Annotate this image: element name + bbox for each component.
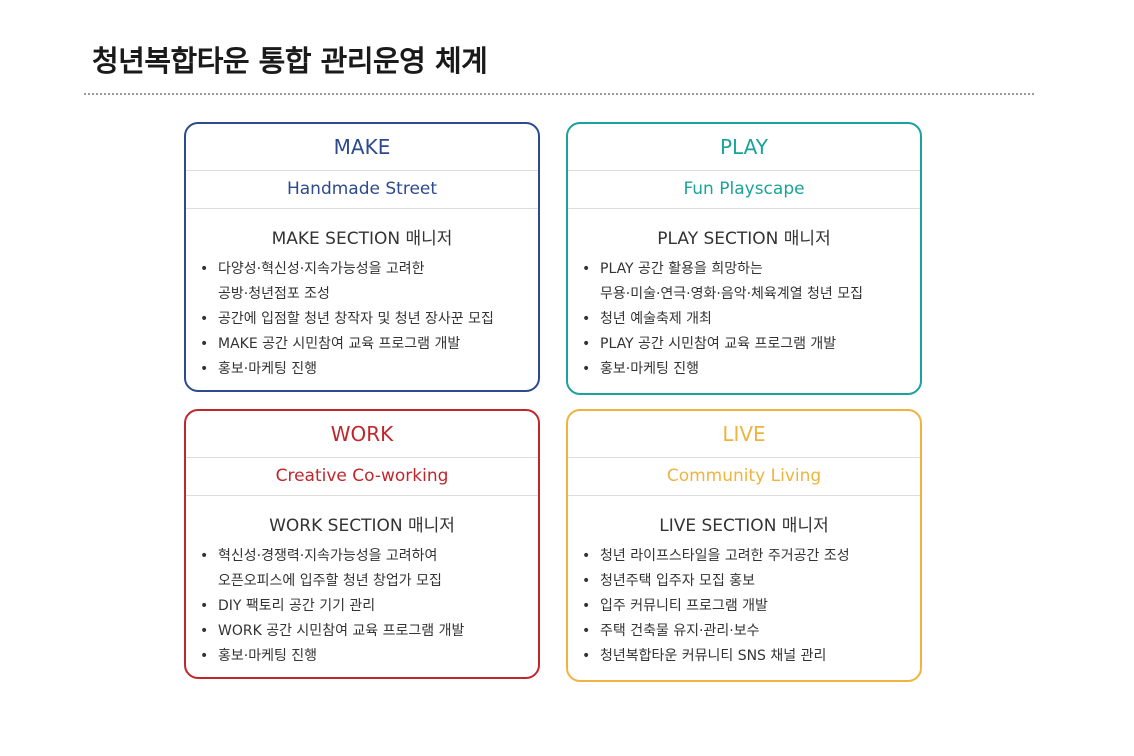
bullet-icon: • (582, 648, 591, 664)
bullet-icon: • (582, 623, 591, 639)
live-card-subtitle: Community Living (568, 458, 920, 496)
bullet-icon: • (200, 361, 209, 377)
list-item-text: 혁신성·경쟁력·지속가능성을 고려하여 (218, 548, 438, 564)
bullet-icon: • (200, 548, 209, 564)
title-divider (84, 93, 1034, 95)
play-card-title: PLAY (568, 124, 920, 171)
bullet-icon: • (582, 336, 591, 352)
make-card-subtitle: Handmade Street (186, 171, 538, 209)
list-item-text: 청년복합타운 커뮤니티 SNS 채널 관리 (600, 648, 827, 664)
bullet-icon: • (200, 598, 209, 614)
bullet-icon: • (582, 598, 591, 614)
list-item-text: DIY 팩토리 공간 기기 관리 (218, 598, 376, 614)
list-item-text: 입주 커뮤니티 프로그램 개발 (600, 598, 768, 614)
list-item: • 홍보·마케팅 진행 (200, 357, 526, 382)
bullet-icon: • (200, 261, 209, 277)
list-item: • MAKE 공간 시민참여 교육 프로그램 개발 (200, 332, 526, 357)
list-item-text: MAKE 공간 시민참여 교육 프로그램 개발 (218, 336, 461, 352)
list-item: • 청년복합타운 커뮤니티 SNS 채널 관리 (582, 644, 908, 669)
list-item-text: PLAY 공간 시민참여 교육 프로그램 개발 (600, 336, 837, 352)
make-card-manager: MAKE SECTION 매니저 (271, 229, 453, 249)
list-item: • 공간에 입점할 청년 창작자 및 청년 장사꾼 모집 (200, 307, 526, 332)
work-card-manager: WORK SECTION 매니저 (269, 516, 455, 536)
list-item-text: PLAY 공간 활용을 희망하는 (600, 261, 763, 277)
list-item: • 홍보·마케팅 진행 (200, 644, 526, 669)
list-item: • 청년 예술축제 개최 (582, 307, 908, 332)
bullet-icon: • (200, 336, 209, 352)
list-item-text-cont: 무용·미술·연극·영화·음악·체육계열 청년 모집 (600, 286, 863, 302)
work-card-subtitle: Creative Co-working (186, 458, 538, 496)
bullet-icon: • (582, 548, 591, 564)
bullet-icon: • (582, 311, 591, 327)
bullet-icon: • (200, 623, 209, 639)
list-item: • 주택 건축물 유지·관리·보수 (582, 619, 908, 644)
page-title: 청년복합타운 통합 관리운영 체계 (92, 44, 488, 78)
list-item: • 청년주택 입주자 모집 홍보 (582, 569, 908, 594)
play-card: PLAY Fun Playscape PLAY SECTION 매니저 • PLA… (566, 122, 922, 395)
make-card: MAKE Handmade Street MAKE SECTION 매니저 • 다… (184, 122, 540, 392)
bullet-icon: • (582, 573, 591, 589)
bullet-icon: • (582, 261, 591, 277)
list-item-text: 청년 예술축제 개최 (600, 311, 712, 327)
list-item-text: 홍보·마케팅 진행 (600, 361, 700, 377)
list-item-text-cont: 오픈오피스에 입주할 청년 창업가 모집 (218, 573, 442, 589)
list-item-text: 홍보·마케팅 진행 (218, 648, 318, 664)
list-item: • 입주 커뮤니티 프로그램 개발 (582, 594, 908, 619)
live-card: LIVE Community Living LIVE SECTION 매니저 •… (566, 409, 922, 682)
live-card-manager: LIVE SECTION 매니저 (659, 516, 829, 536)
make-card-title: MAKE (186, 124, 538, 171)
work-card-title: WORK (186, 411, 538, 458)
live-card-list: •청년 라이프스타일을 고려한 주거공간 조성 •청년주택 입주자 모집 홍보 … (568, 544, 920, 669)
play-card-subtitle: Fun Playscape (568, 171, 920, 209)
bullet-icon: • (200, 648, 209, 664)
list-item: • PLAY 공간 시민참여 교육 프로그램 개발 (582, 332, 908, 357)
play-card-manager: PLAY SECTION 매니저 (657, 229, 831, 249)
list-item: • WORK 공간 시민참여 교육 프로그램 개발 (200, 619, 526, 644)
list-item-text: 청년 라이프스타일을 고려한 주거공간 조성 (600, 548, 850, 564)
live-card-title: LIVE (568, 411, 920, 458)
list-item-text: 공간에 입점할 청년 창작자 및 청년 장사꾼 모집 (218, 311, 494, 327)
list-item-text: 주택 건축물 유지·관리·보수 (600, 623, 760, 639)
bullet-icon: • (582, 361, 591, 377)
list-item-text: WORK 공간 시민참여 교육 프로그램 개발 (218, 623, 465, 639)
list-item: • 청년 라이프스타일을 고려한 주거공간 조성 (582, 544, 908, 569)
list-item-text: 청년주택 입주자 모집 홍보 (600, 573, 756, 589)
list-item-text-cont: 공방·청년점포 조성 (218, 286, 330, 302)
list-item-text: 다양성·혁신성·지속가능성을 고려한 (218, 261, 425, 277)
list-item: • DIY 팩토리 공간 기기 관리 (200, 594, 526, 619)
work-card: WORK Creative Co-working WORK SECTION 매니… (184, 409, 540, 679)
list-item: • 홍보·마케팅 진행 (582, 357, 908, 382)
bullet-icon: • (200, 311, 209, 327)
list-item-text: 홍보·마케팅 진행 (218, 361, 318, 377)
